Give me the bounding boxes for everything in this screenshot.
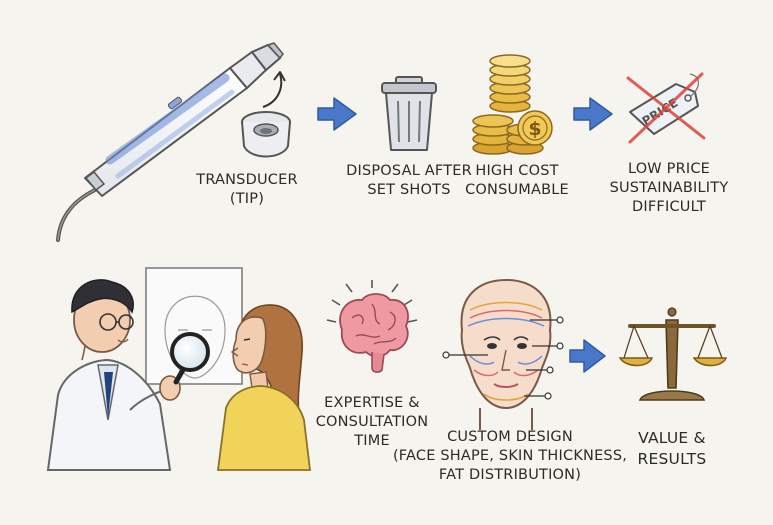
face-mapping-icon xyxy=(442,278,564,430)
right-arrow-icon xyxy=(569,339,606,373)
disposal-label: DISPOSAL AFTER SET SHOTS xyxy=(346,163,472,198)
high-cost-label: HIGH COST CONSUMABLE xyxy=(465,163,569,198)
custom-design-label: CUSTOM DESIGN (FACE SHAPE, SKIN THICKNES… xyxy=(392,429,628,483)
transducer-tip-icon xyxy=(241,111,291,158)
trash-can-icon xyxy=(381,76,437,151)
svg-text:$: $ xyxy=(528,118,541,140)
brain-icon xyxy=(326,280,418,373)
value-results-label: VALUE & RESULTS xyxy=(637,429,707,468)
right-arrow-icon xyxy=(317,97,357,131)
low-price-label: LOW PRICE SUSTAINABILITY DIFFICULT xyxy=(609,161,729,215)
face-chart-board xyxy=(145,267,243,385)
crossed-price-tag-icon: PRICE xyxy=(626,72,706,144)
transducer-label: TRANSDUCER (TIP) xyxy=(196,172,298,207)
coin-stack-icon: $ xyxy=(472,54,553,155)
doctor-magnifier-icon xyxy=(46,279,210,471)
curved-arrow-icon xyxy=(262,73,283,108)
right-arrow-icon xyxy=(573,97,613,131)
balance-scale-icon xyxy=(618,307,728,401)
ultrasound-handpiece-icon xyxy=(56,42,284,242)
expertise-label: EXPERTISE & CONSULTATION TIME xyxy=(315,395,429,449)
patient-woman-icon xyxy=(216,304,312,471)
